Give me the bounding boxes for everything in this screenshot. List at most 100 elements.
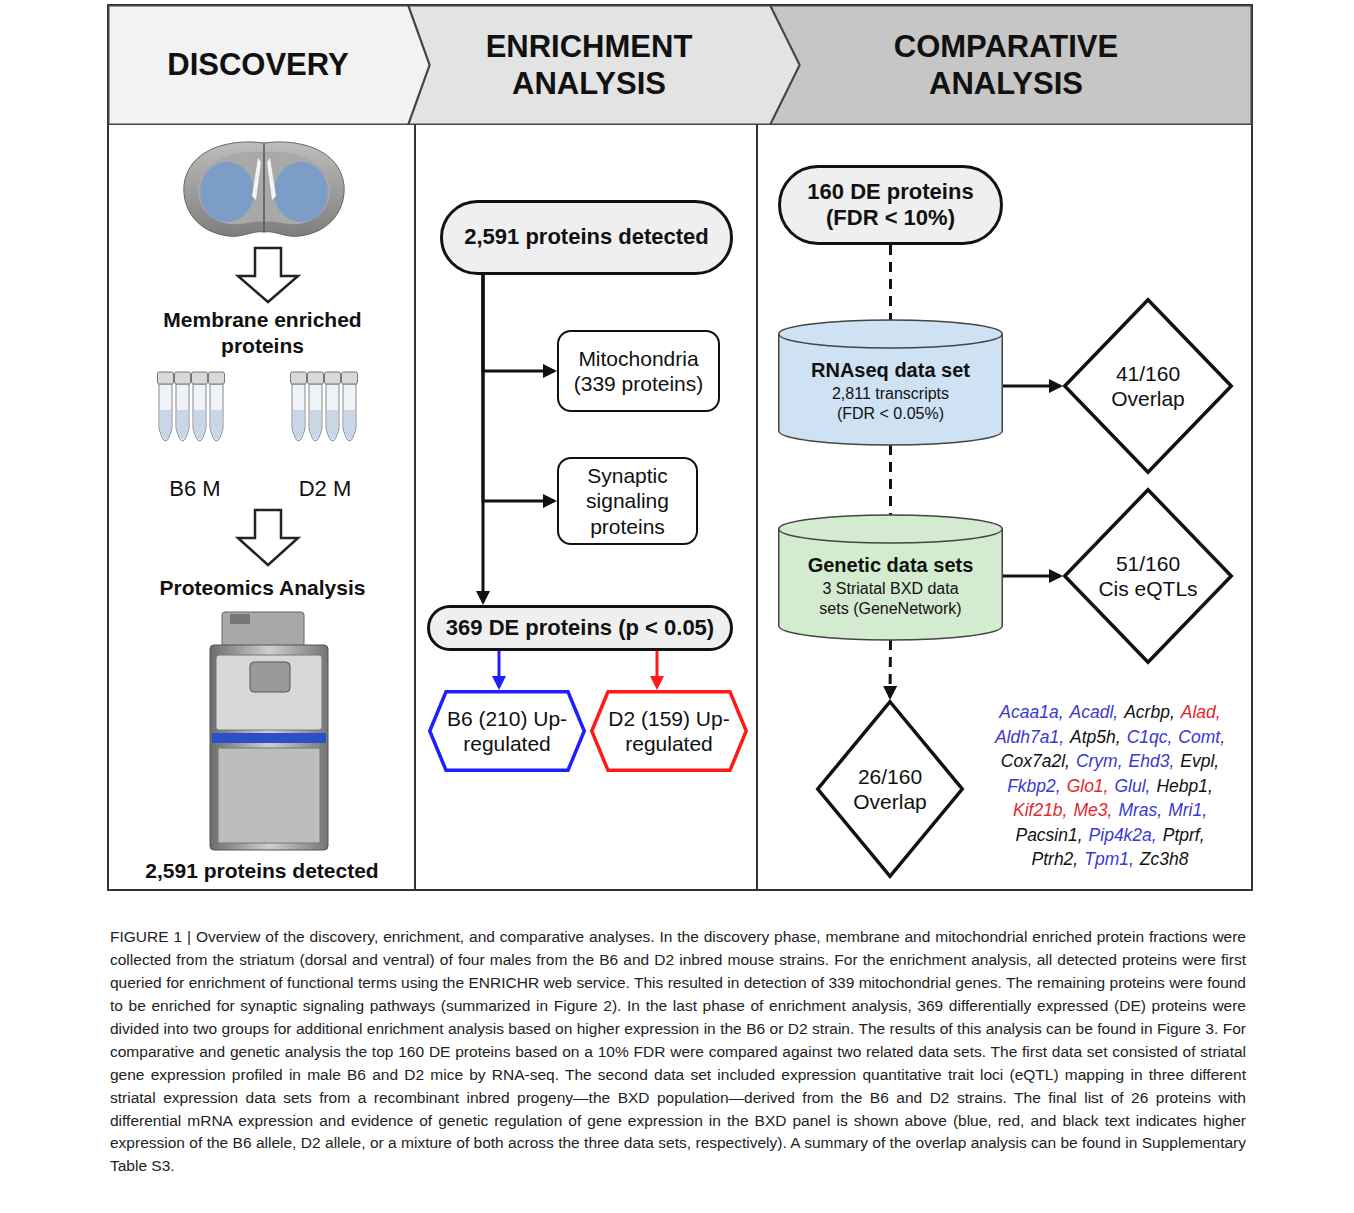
result-text: 41/160 Overlap (1098, 361, 1198, 411)
node-outline (590, 690, 748, 772)
category-text: Synaptic signaling proteins (565, 463, 690, 539)
sample-tube (326, 384, 339, 441)
sample-tube (291, 372, 307, 441)
gene-name: Ptrh2, (1032, 847, 1079, 872)
result-diamond: 41/160 Overlap (1063, 298, 1233, 474)
step-label: Membrane enriched proteins (140, 307, 385, 358)
gene-name: Tpm1, (1084, 847, 1134, 872)
brain-section (200, 162, 254, 222)
mass-spectrometer (216, 655, 322, 730)
node-outline (779, 515, 1003, 640)
group-text: D2 (159) Up-regulated (603, 706, 735, 756)
gene-name: Ehd3, (1129, 749, 1175, 774)
sample-tube (342, 372, 358, 441)
step-text: 369 DE proteins (p < 0.05) (446, 615, 714, 641)
node-outline (818, 702, 963, 877)
gene-name: Aldh7a1, (995, 725, 1064, 750)
dataset-text: RNAseq data set (811, 358, 970, 382)
sample-tube (192, 372, 208, 441)
sample-tube (193, 384, 206, 441)
node-outline (779, 320, 1003, 445)
group-hexagon: D2 (159) Up-regulated (590, 690, 748, 772)
dataset-cylinder: Genetic data sets3 Striatal BXD data set… (778, 515, 1003, 640)
sample-tube (344, 410, 355, 440)
connector (482, 275, 485, 602)
stage-banner: DISCOVERY (108, 5, 430, 125)
gene-name: Acadl, (1070, 700, 1119, 725)
gene-name: Fkbp2, (1007, 774, 1061, 799)
block-arrow (238, 248, 298, 302)
sample-tube (308, 372, 324, 384)
gene-name: Zc3h8 (1140, 847, 1189, 872)
node-outline (1063, 488, 1233, 664)
gene-line: Kif21b,Me3,Mras,Mri1, (970, 798, 1250, 823)
step-label: Proteomics Analysis (120, 575, 405, 601)
gene-name: Evpl, (1180, 749, 1219, 774)
node-outline (816, 700, 964, 878)
sample-tube (209, 372, 225, 441)
category-box: Synaptic signaling proteins (557, 457, 698, 545)
result-text: 51/160 Cis eQTLs (1093, 551, 1203, 601)
figure-frame (108, 5, 1252, 890)
sample-label: B6 M (150, 476, 240, 503)
brain-section (267, 158, 276, 200)
gene-name: Atp5h, (1070, 725, 1121, 750)
sample-tube (176, 384, 189, 441)
gene-name: Ptprf, (1163, 823, 1205, 848)
node-outline (778, 320, 1003, 445)
gene-line: Ptrh2,Tpm1,Zc3h8 (970, 847, 1250, 872)
sample-tube (325, 372, 341, 441)
node-outline (592, 692, 747, 771)
cylinder-rim (779, 334, 1003, 348)
gene-name: Acrbp, (1124, 700, 1175, 725)
sample-tube (309, 384, 322, 441)
connector (483, 275, 554, 501)
gene-line: Acaa1a, Acadl,Acrbp,Alad, (970, 700, 1250, 725)
category-box: Mitochondria (339 proteins) (557, 330, 720, 412)
brain-section (263, 143, 265, 232)
brain-section (184, 142, 344, 236)
sample-tubes (158, 372, 358, 441)
mass-spectrometer (222, 612, 304, 650)
connector (656, 651, 659, 687)
figure-frame (108, 5, 1252, 890)
sample-tube (308, 372, 324, 441)
gene-line: Aldh7a1,Atp5h,C1qc,Comt, (970, 725, 1250, 750)
gene-name: Me3, (1073, 798, 1112, 823)
result-diamond: 51/160 Cis eQTLs (1063, 488, 1233, 664)
sample-tube (194, 410, 205, 440)
gene-name: C1qc, (1127, 725, 1173, 750)
result-diamond: 26/160 Overlap (816, 700, 964, 878)
mass-spectrometer (212, 733, 326, 743)
gene-name: Mri1, (1168, 798, 1207, 823)
stage-banner: ENRICHMENT ANALYSIS (408, 5, 800, 125)
brain-section (274, 162, 328, 222)
gene-list: Acaa1a,Acadl,Acrbp,Alad,Aldh7a1,Atp5h,C1… (970, 700, 1250, 872)
sample-tube (292, 384, 305, 441)
gene-name: Glo1, (1067, 774, 1109, 799)
brain-section (252, 158, 261, 200)
sample-tube (211, 410, 222, 440)
node-outline (778, 515, 1003, 640)
mass-spectrometer (250, 662, 290, 692)
dataset-cylinder: RNAseq data set2,811 transcripts (FDR < … (778, 320, 1003, 445)
terminal-pill: 369 DE proteins (p < 0.05) (427, 605, 733, 651)
group-text: B6 (210) Up-regulated (441, 706, 573, 756)
gene-name: Crym, (1076, 749, 1123, 774)
terminal-pill: 2,591 proteins detected (440, 200, 733, 275)
sample-tube (175, 372, 191, 441)
stage-banner: COMPARATIVE ANALYSIS (770, 5, 1252, 125)
dataset-text: 3 Striatal BXD data sets (GeneNetwork) (811, 579, 971, 617)
sample-tube (192, 372, 208, 384)
gene-name: Alad, (1181, 700, 1221, 725)
gene-line: Fkbp2,Glo1,Glul,Hebp1, (970, 774, 1250, 799)
gene-name: Glul, (1114, 774, 1150, 799)
step-text: 160 DE proteins (FDR < 10%) (799, 179, 982, 232)
connector (1003, 385, 1060, 388)
gene-name: Acaa1a, (999, 700, 1063, 725)
sample-tube (293, 410, 304, 440)
sample-tube (158, 372, 174, 384)
group-hexagon: B6 (210) Up-regulated (428, 690, 586, 772)
sample-tube (210, 384, 223, 441)
